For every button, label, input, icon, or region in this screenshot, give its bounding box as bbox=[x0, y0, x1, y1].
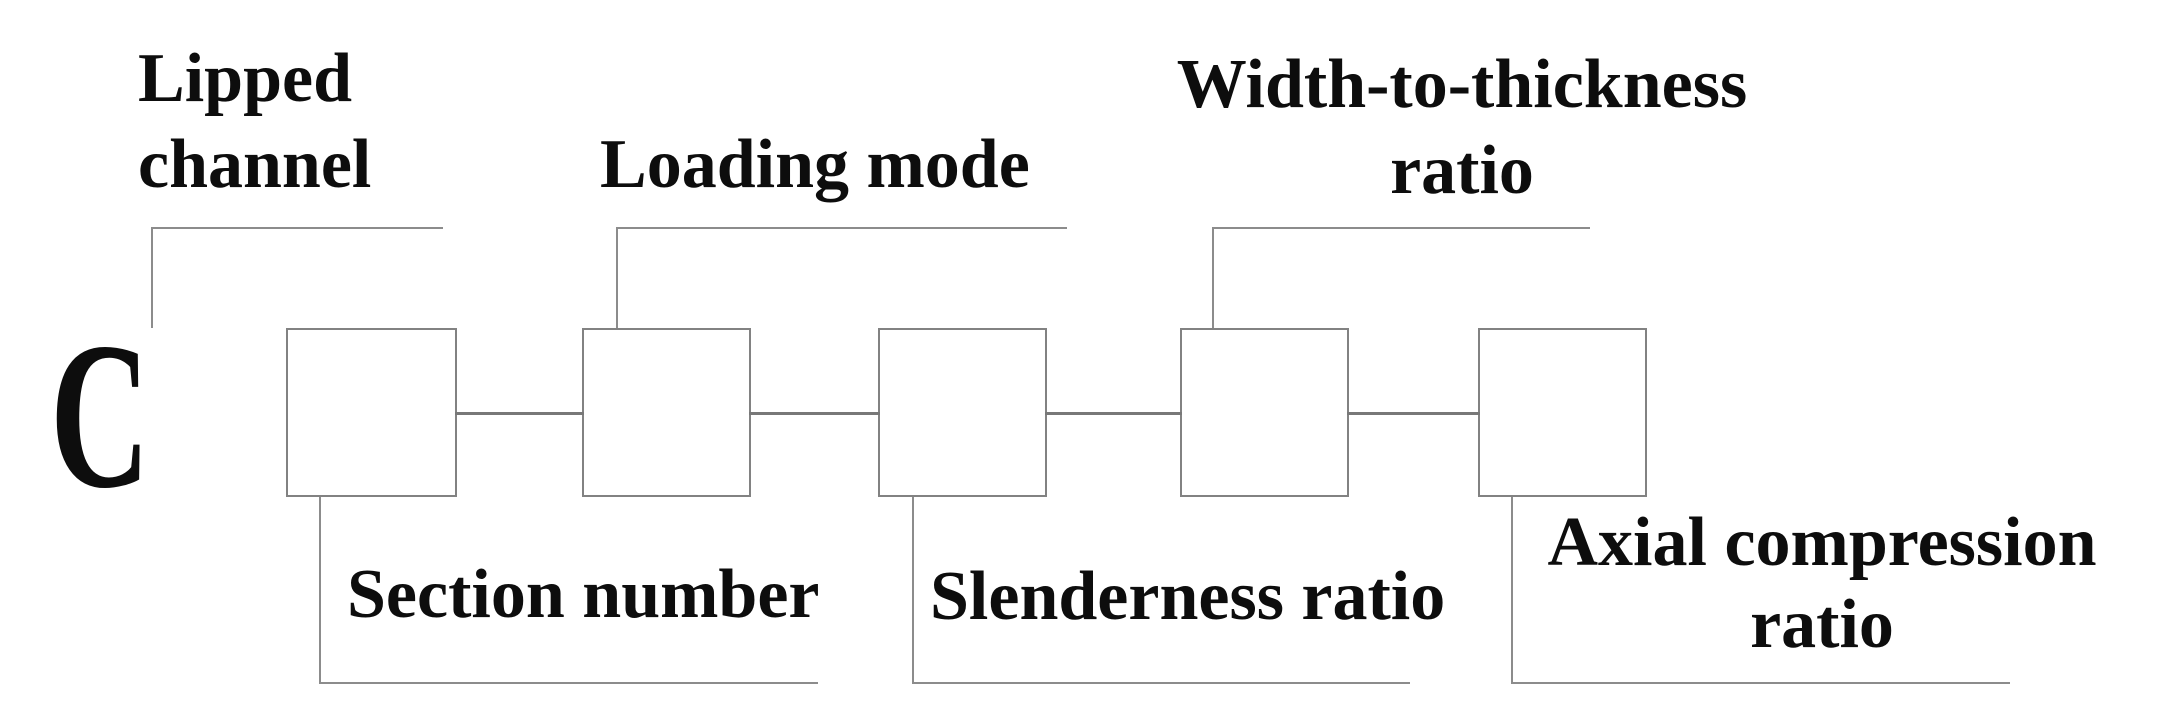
label-line: Axial compression bbox=[1547, 504, 2097, 581]
label-width-to-thickness-ratio: Width-to-thickness ratio bbox=[1062, 42, 1862, 214]
leader-vertical bbox=[151, 227, 153, 328]
leader-vertical bbox=[616, 227, 618, 328]
leader-vertical bbox=[319, 497, 321, 684]
label-loading-mode: Loading mode bbox=[600, 122, 1030, 208]
connector-line-2-3 bbox=[749, 412, 880, 415]
label-section-number: Section number bbox=[347, 552, 820, 638]
leader-horizontal bbox=[616, 227, 1067, 229]
label-line: ratio bbox=[1750, 586, 1894, 663]
leader-horizontal bbox=[319, 682, 818, 684]
label-line: channel bbox=[138, 126, 372, 203]
code-box-3 bbox=[878, 328, 1047, 497]
connector-line-4-5 bbox=[1347, 412, 1480, 415]
label-line: Section number bbox=[347, 556, 820, 633]
label-line: Loading mode bbox=[600, 126, 1030, 203]
label-lipped-channel: Lipped channel bbox=[138, 36, 371, 208]
label-line: ratio bbox=[1390, 132, 1534, 209]
leader-horizontal bbox=[1212, 227, 1590, 229]
leader-horizontal bbox=[912, 682, 1410, 684]
leader-vertical bbox=[1212, 227, 1214, 328]
connector-line-1-2 bbox=[455, 412, 584, 415]
code-box-1 bbox=[286, 328, 457, 497]
leader-horizontal bbox=[151, 227, 443, 229]
label-slenderness-ratio: Slenderness ratio bbox=[930, 554, 1445, 640]
label-line: Slenderness ratio bbox=[930, 558, 1446, 635]
code-box-2 bbox=[582, 328, 751, 497]
connector-line-3-4 bbox=[1045, 412, 1182, 415]
label-axial-compression-ratio: Axial compression ratio bbox=[1422, 502, 2164, 666]
leader-vertical bbox=[912, 497, 914, 684]
leader-horizontal bbox=[1511, 682, 2010, 684]
code-box-5 bbox=[1478, 328, 1647, 497]
leader-vertical bbox=[1511, 497, 1513, 684]
code-box-4 bbox=[1180, 328, 1349, 497]
label-line: Width-to-thickness bbox=[1176, 46, 1748, 123]
label-line: Lipped bbox=[138, 40, 352, 117]
lipped-channel-letter: C bbox=[50, 300, 151, 532]
